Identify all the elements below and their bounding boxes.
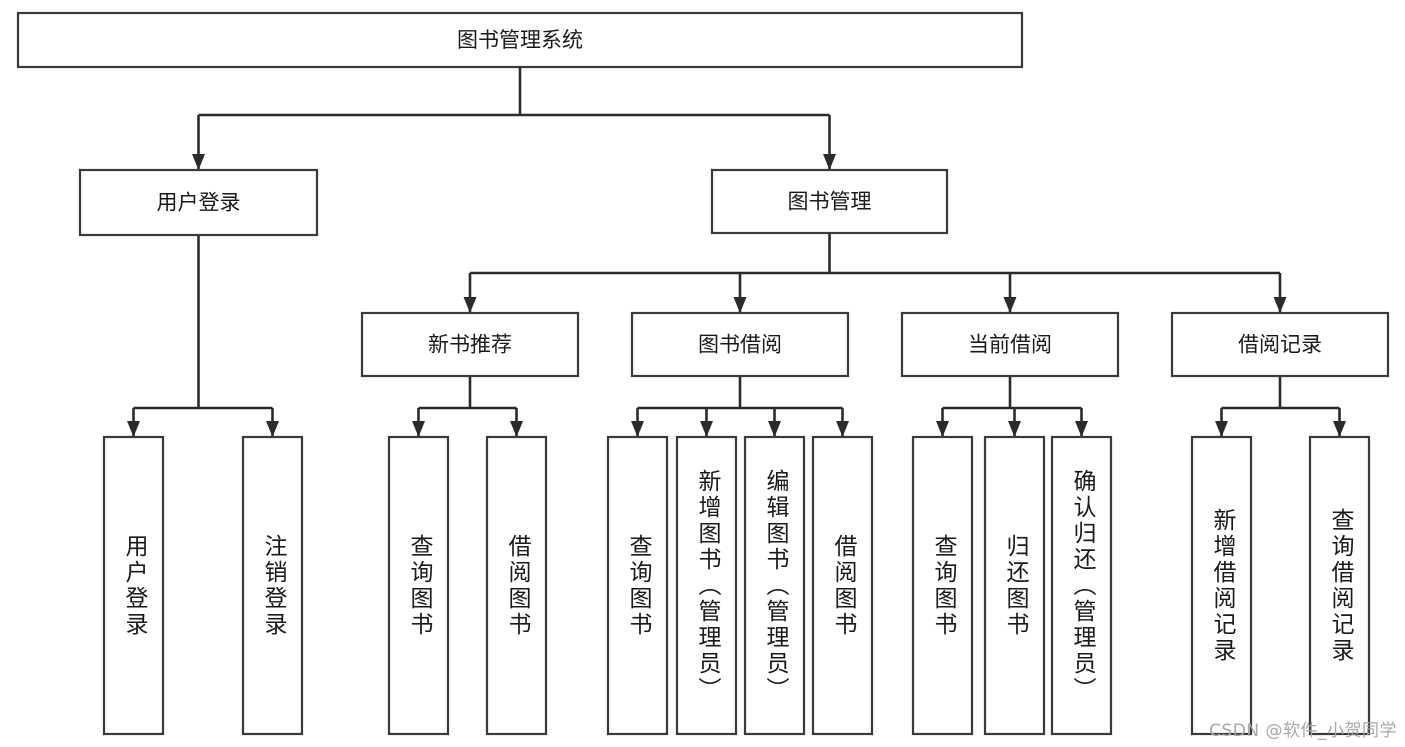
node-box-book-borrow[interactable]	[630, 311, 850, 378]
node-label-book-management: 图书管理	[788, 190, 872, 214]
node-box-leaf-return-book[interactable]	[983, 435, 1046, 736]
edge-arrowhead	[836, 421, 849, 437]
edge-arrowhead	[127, 421, 140, 437]
node-label-user-login: 用户登录	[157, 191, 241, 215]
node-box-leaf-query-book-current[interactable]	[911, 435, 974, 736]
node-box-borrow-record[interactable]	[1170, 311, 1390, 378]
edge-arrowhead	[412, 421, 425, 437]
node-box-leaf-edit-book[interactable]	[743, 435, 806, 736]
node-box-leaf-add-book[interactable]	[675, 435, 738, 736]
edge-arrowhead	[266, 421, 279, 437]
edge-arrowhead	[631, 421, 644, 437]
edge-arrowhead	[192, 154, 205, 170]
node-label-new-book-recommend: 新书推荐	[428, 333, 512, 357]
edge-arrowhead	[1215, 421, 1228, 437]
node-box-leaf-query-book-borrow[interactable]	[606, 435, 669, 736]
node-box-leaf-borrow-book[interactable]	[811, 435, 874, 736]
edge-arrowhead	[1333, 421, 1346, 437]
node-label-current-borrow: 当前借阅	[968, 333, 1052, 357]
node-box-book-management[interactable]	[710, 168, 949, 235]
edge-arrowhead	[1273, 297, 1287, 313]
node-box-leaf-query-book-recommend[interactable]	[387, 435, 450, 736]
edge-arrowhead	[1008, 421, 1021, 437]
node-box-leaf-user-login[interactable]	[102, 435, 165, 736]
csdn-watermark: CSDN @软件_小贺同学	[1209, 721, 1397, 741]
edge-arrowhead	[1003, 297, 1017, 313]
node-box-root[interactable]	[16, 11, 1024, 69]
boxes-layer	[16, 11, 1390, 736]
edge-arrowhead	[700, 421, 713, 437]
edge-arrowhead	[1075, 421, 1088, 437]
connectors-layer	[127, 67, 1346, 437]
node-label-borrow-record: 借阅记录	[1238, 333, 1322, 357]
edge-arrowhead	[936, 421, 949, 437]
edge-arrowhead	[463, 297, 477, 313]
edge-arrowhead	[733, 297, 747, 313]
edge-arrowhead	[823, 154, 836, 170]
node-box-leaf-borrow-book-recommend[interactable]	[485, 435, 548, 736]
node-label-root: 图书管理系统	[457, 28, 583, 52]
node-box-user-login[interactable]	[78, 168, 319, 237]
node-box-leaf-add-borrow-record[interactable]	[1190, 435, 1253, 736]
node-box-leaf-query-borrow-record[interactable]	[1308, 435, 1371, 736]
node-label-book-borrow: 图书借阅	[698, 333, 782, 357]
node-box-current-borrow[interactable]	[900, 311, 1120, 378]
edge-arrowhead	[510, 421, 523, 437]
edge-arrowhead	[768, 421, 781, 437]
node-box-new-book-recommend[interactable]	[360, 311, 580, 378]
node-box-leaf-confirm-return[interactable]	[1050, 435, 1113, 736]
node-box-leaf-logout[interactable]	[241, 435, 304, 736]
